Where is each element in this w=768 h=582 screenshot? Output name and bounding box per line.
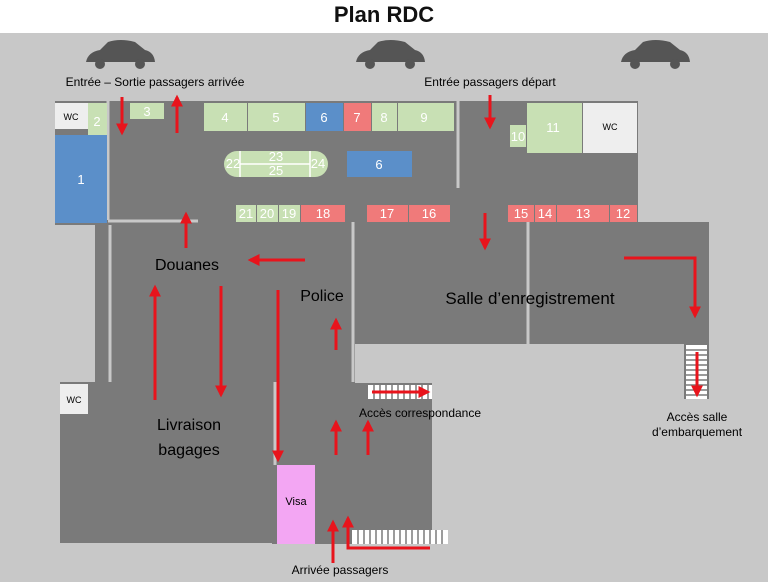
svg-text:WC: WC (603, 122, 618, 132)
svg-text:4: 4 (221, 110, 228, 125)
svg-text:25: 25 (269, 163, 283, 178)
svg-text:19: 19 (282, 206, 296, 221)
car-icon (86, 40, 155, 69)
svg-text:8: 8 (380, 110, 387, 125)
svg-text:21: 21 (239, 206, 253, 221)
svg-text:3: 3 (143, 104, 150, 119)
shop-4: 4 (204, 103, 247, 131)
shop-5: 5 (248, 103, 305, 131)
shop-19: 19 (279, 205, 300, 222)
svg-text:7: 7 (353, 110, 360, 125)
label-salle-enregistrement: Salle d’enregistrement (445, 289, 614, 308)
shop-11: 11 (527, 103, 582, 153)
svg-text:16: 16 (422, 206, 436, 221)
svg-text:14: 14 (538, 206, 552, 221)
flow-arrows (116, 94, 703, 563)
shop-21: 21 (236, 205, 256, 222)
label-police: Police (300, 288, 344, 305)
shop-1: 1 (55, 135, 107, 223)
svg-text:WC: WC (64, 112, 79, 122)
shop-18: 18 (301, 205, 345, 222)
svg-text:Visa: Visa (285, 496, 307, 508)
page-title: Plan RDC (333, 2, 435, 27)
label-livraison: Livraison (157, 417, 221, 434)
svg-text:1: 1 (77, 172, 84, 187)
car-icon (356, 40, 425, 69)
svg-text:9: 9 (420, 110, 427, 125)
shop-15: 15 (508, 205, 534, 222)
shop-14: 14 (535, 205, 556, 222)
label-bagages: bagages (158, 442, 219, 459)
shop-13: 13 (557, 205, 609, 222)
svg-text:15: 15 (514, 206, 528, 221)
svg-text:WC: WC (67, 395, 82, 405)
staircase-bottom (352, 530, 448, 544)
shop-7: 7 (344, 103, 371, 131)
shop-12: 12 (610, 205, 637, 222)
shop-3: 3 (130, 103, 164, 119)
shop-10: 10 (510, 125, 526, 147)
label-acces-salle: Accès salle (667, 410, 728, 424)
interior-walls (106, 101, 530, 465)
svg-text:17: 17 (380, 206, 394, 221)
label-arrivee-passagers: Arrivée passagers (292, 563, 389, 577)
shop-9: 9 (398, 103, 454, 131)
label-entree-depart: Entrée passagers départ (424, 75, 556, 89)
wc-room: WC (583, 103, 637, 153)
svg-text:22: 22 (226, 156, 240, 171)
svg-text:23: 23 (269, 149, 283, 164)
wc-room: WC (55, 103, 88, 129)
svg-text:24: 24 (311, 156, 325, 171)
shop-2: 2 (88, 103, 107, 135)
label-acces-correspondance: Accès correspondance (359, 406, 481, 420)
building-floor (55, 101, 709, 544)
svg-text:11: 11 (546, 120, 560, 135)
svg-text:5: 5 (272, 110, 279, 125)
shop-island-22-25: 22 23 25 24 (224, 149, 328, 178)
shop-17: 17 (367, 205, 408, 222)
svg-text:10: 10 (511, 129, 525, 144)
svg-text:6: 6 (320, 110, 327, 125)
shop-6: 6 (306, 103, 343, 131)
svg-text:6: 6 (375, 157, 382, 172)
shop-6-island: 6 (347, 151, 412, 177)
shop-16: 16 (409, 205, 450, 222)
svg-text:12: 12 (616, 206, 630, 221)
svg-text:18: 18 (316, 206, 330, 221)
visa-desk: Visa (277, 465, 315, 544)
label-entree-sortie-arrivee: Entrée – Sortie passagers arrivée (66, 75, 245, 89)
car-icon (621, 40, 690, 69)
shop-8: 8 (372, 103, 397, 131)
svg-text:20: 20 (260, 206, 274, 221)
shop-20: 20 (257, 205, 278, 222)
svg-text:2: 2 (93, 114, 100, 129)
svg-text:13: 13 (576, 206, 590, 221)
label-douanes: Douanes (155, 257, 219, 274)
wc-room: WC (60, 384, 88, 414)
label-embarquement: d’embarquement (652, 425, 743, 439)
